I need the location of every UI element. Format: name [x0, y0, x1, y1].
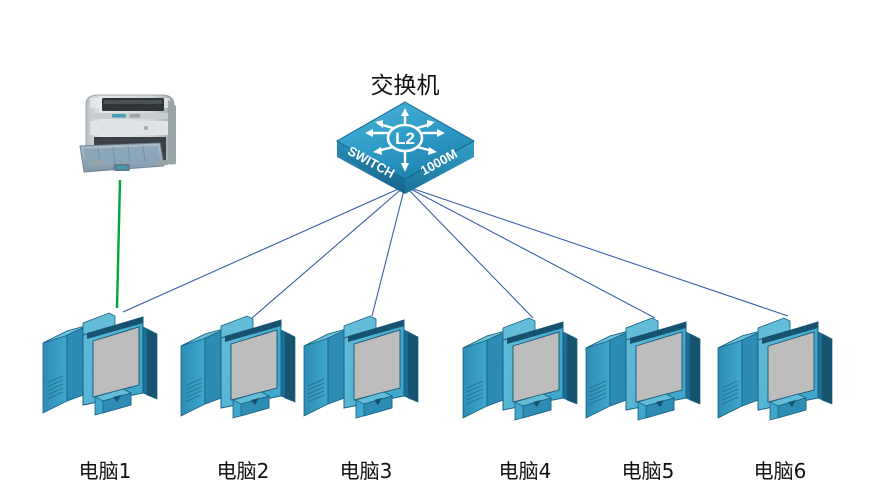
switch-to-pc1 [122, 185, 406, 313]
computer-label-6: 电脑6 [753, 459, 807, 483]
computer-node-6[interactable] [714, 310, 846, 430]
layer2-switch-icon: L2 [335, 101, 476, 194]
printer-node[interactable] [68, 88, 190, 186]
desktop-computer-icon [462, 317, 578, 421]
computer-node-3[interactable] [300, 308, 432, 428]
desktop-computer-icon [42, 312, 158, 416]
printer-to-pc1 [115, 179, 122, 309]
desktop-computer-icon [717, 317, 833, 421]
computer-node-4[interactable] [459, 310, 591, 430]
switch-to-pc5 [404, 185, 656, 319]
switch-node[interactable]: L2 [333, 100, 478, 195]
switch-to-pc6 [404, 185, 789, 317]
computer-label-4: 电脑4 [498, 459, 552, 483]
desktop-computer-icon [303, 315, 419, 419]
computer-label-2: 电脑2 [216, 459, 270, 483]
computer-label-3: 电脑3 [339, 459, 393, 483]
laser-printer-icon [79, 94, 176, 173]
switch-to-pc4 [404, 185, 534, 319]
switch-to-pc3 [371, 185, 406, 317]
computer-node-1[interactable] [39, 305, 171, 425]
switch-to-pc2 [251, 185, 406, 319]
network-cables [122, 185, 789, 319]
desktop-computer-icon [585, 317, 701, 421]
computer-node-2[interactable] [177, 308, 309, 428]
computer-node-5[interactable] [582, 310, 714, 430]
switch-title-label: 交换机 [370, 73, 440, 99]
desktop-computer-icon [180, 315, 296, 419]
computer-label-5: 电脑5 [621, 459, 675, 483]
computer-label-1: 电脑1 [78, 459, 132, 483]
switch-l2-label: L2 [395, 129, 415, 148]
